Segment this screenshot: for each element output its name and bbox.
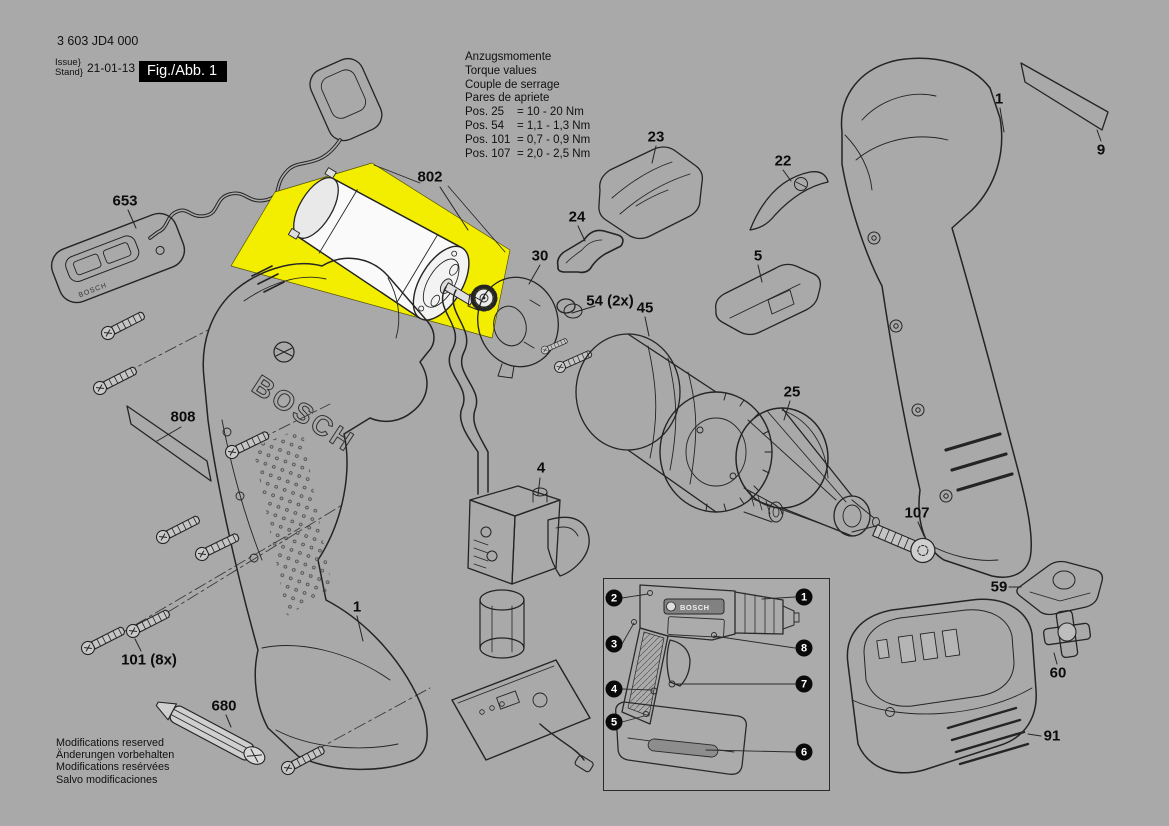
torque-title-line: Pares de apriete xyxy=(465,92,550,105)
screws-54-drawing xyxy=(539,336,594,375)
gearbox-45-drawing xyxy=(575,333,784,523)
charger-653-drawing: BOSCH xyxy=(50,57,383,304)
part-59-drawing xyxy=(1016,560,1104,616)
torque-title-line: Couple de serrage xyxy=(465,78,560,91)
torque-title-line: Anzugsmomente xyxy=(465,51,552,63)
torque-row: Pos. 25 = 10 - 20 Nm xyxy=(465,106,584,119)
inset-chuck xyxy=(734,591,800,635)
label-strip-9-drawing xyxy=(1020,62,1109,131)
part-24-drawing xyxy=(556,229,624,274)
modifications-line: Modifications resérvées xyxy=(56,761,170,774)
torque-title-line: Torque values xyxy=(465,64,537,77)
torque-row: Pos. 101 = 0,7 - 0,9 Nm xyxy=(465,133,591,146)
inset-callout-lines xyxy=(621,593,796,753)
part-60-drawing xyxy=(1042,609,1092,659)
pinion-gear-drawing xyxy=(470,284,498,312)
spindle-thread xyxy=(743,487,784,523)
torque-row: Pos. 107 = 2,0 - 2,5 Nm xyxy=(465,147,591,160)
issue-date: 21-01-13 xyxy=(87,61,136,75)
modifications-line: Änderungen vorbehalten xyxy=(56,749,175,762)
figure-number-box: Fig./Abb. 1 xyxy=(139,61,228,82)
charger-brand-text: BOSCH xyxy=(78,282,108,299)
part-5-drawing xyxy=(715,263,822,336)
chuck-25-drawing xyxy=(735,407,880,537)
modifications-line: Modifications reserved xyxy=(56,737,165,749)
issue-date-block: Issue} Stand} 21-01-13 xyxy=(55,58,135,78)
overview-inset-frame xyxy=(603,578,830,791)
torque-row: Pos. 54 = 1,1 - 1,3 Nm xyxy=(465,119,591,132)
issue-label: Issue} xyxy=(55,57,81,68)
sticker-808-drawing xyxy=(126,405,212,482)
inset-drill-drawing: BOSCH xyxy=(615,584,800,775)
motor-802-drawing xyxy=(230,162,511,339)
housing-left-drawing: BOSCH xyxy=(202,257,435,771)
housing-right-drawing xyxy=(840,57,1032,578)
bosch-logo-icon xyxy=(273,341,295,363)
modifications-line: Salvo modificaciones xyxy=(56,773,158,786)
bit-680-drawing xyxy=(155,701,266,765)
modifications-note: Modifications reserved Änderungen vorbeh… xyxy=(56,737,174,786)
stand-label: Stand} xyxy=(55,67,83,78)
part-22-drawing xyxy=(749,171,829,231)
screw-107-drawing xyxy=(872,524,936,564)
torque-values-note: Anzugsmomente Torque values Couple de se… xyxy=(465,51,590,161)
part-30-drawing xyxy=(467,276,583,379)
battery-91-drawing xyxy=(846,598,1037,774)
label-leader-lines xyxy=(127,107,1102,737)
part-23-drawing xyxy=(598,146,704,240)
switch-4-drawing xyxy=(441,286,594,773)
document-part-number: 3 603 JD4 000 xyxy=(57,34,139,48)
inset-brand-text: BOSCH xyxy=(680,603,710,612)
